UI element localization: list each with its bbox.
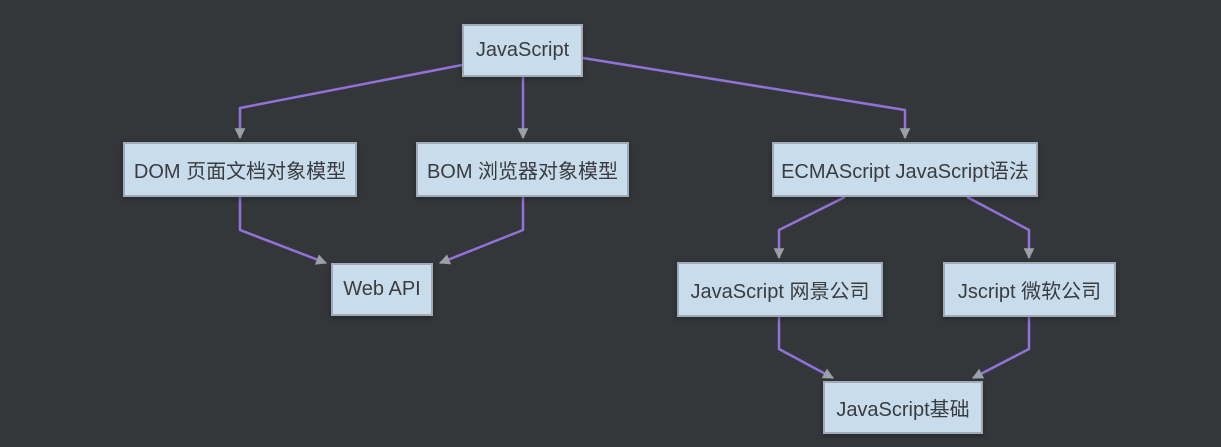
node-ecmascript[interactable]: ECMAScript JavaScript语法 xyxy=(772,142,1038,197)
node-js-basic[interactable]: JavaScript基础 xyxy=(823,381,983,434)
edge-ecmascript-jscript xyxy=(966,195,1035,260)
node-js-netscape[interactable]: JavaScript 网景公司 xyxy=(677,262,883,317)
edge-bom-webapi xyxy=(438,197,525,265)
node-jscript-microsoft[interactable]: Jscript 微软公司 xyxy=(943,262,1116,317)
edge-javascript-ecmascript xyxy=(582,56,911,140)
edge-netscape-basic xyxy=(777,317,834,380)
edge-dom-webapi xyxy=(238,197,328,265)
node-bom[interactable]: BOM 浏览器对象模型 xyxy=(416,142,629,197)
edge-jscript-basic xyxy=(972,317,1031,380)
edge-ecmascript-netscape xyxy=(773,195,846,260)
node-dom[interactable]: DOM 页面文档对象模型 xyxy=(123,142,357,197)
node-web-api[interactable]: Web API xyxy=(331,263,433,316)
node-javascript[interactable]: JavaScript xyxy=(462,24,583,77)
edge-javascript-dom xyxy=(234,63,463,140)
